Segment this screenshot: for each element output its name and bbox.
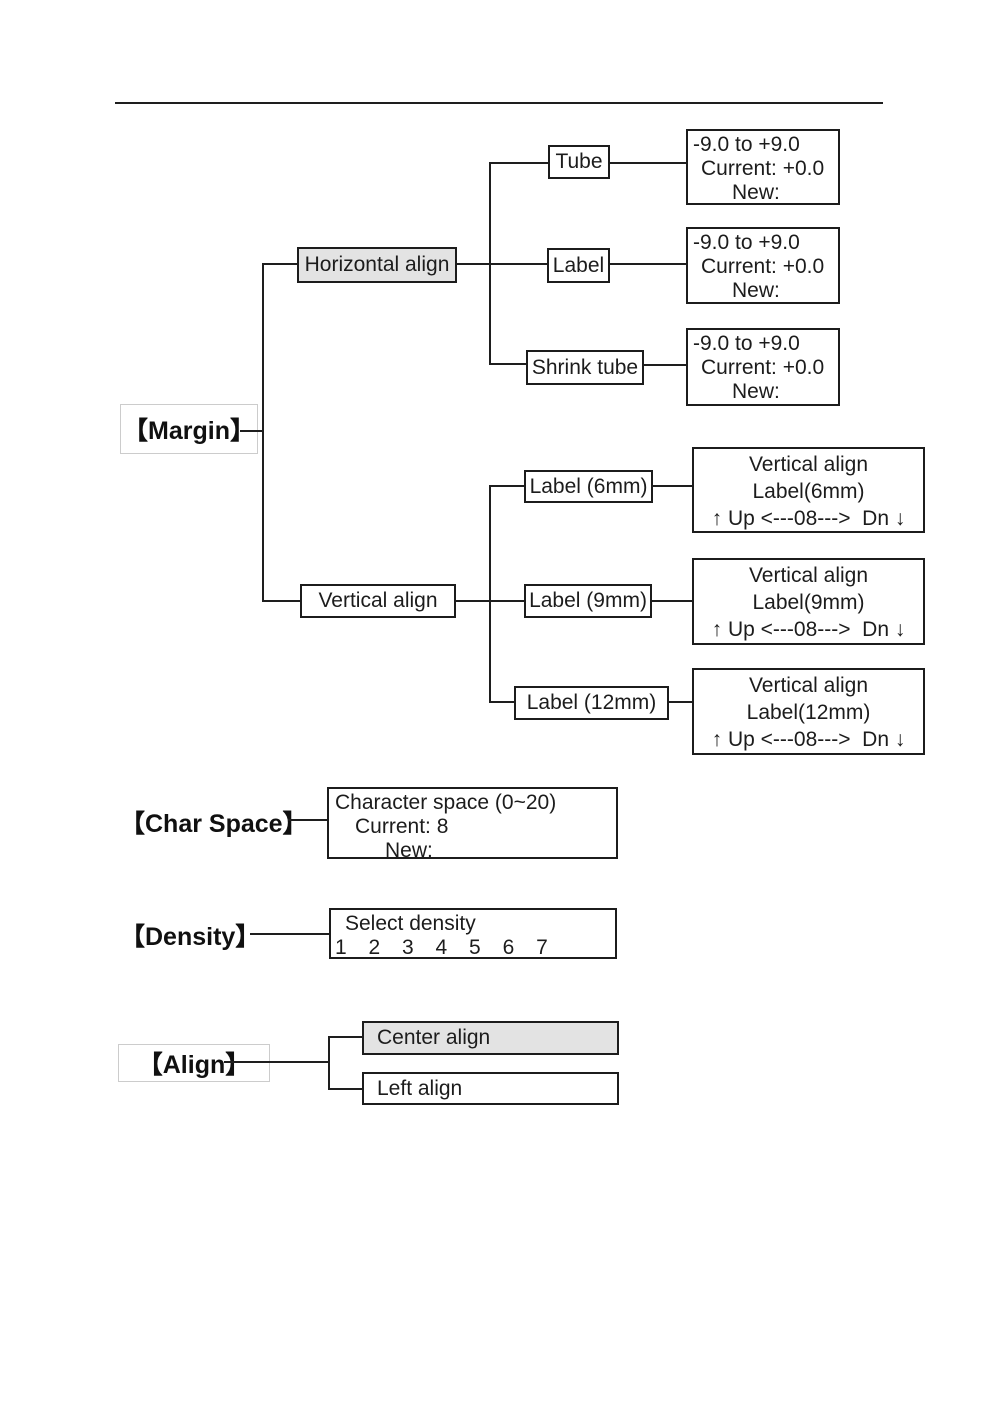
screen-line: New: [732,181,780,204]
node-label: Horizontal align [304,253,450,276]
node-tube: Tube [548,145,610,179]
connector-line [489,701,514,703]
connector-line [652,600,692,602]
connector-line [328,1088,362,1090]
screen-line: Current: +0.0 [701,356,825,379]
screen-line: ↑ Up <---08---> Dn ↓ [711,618,906,641]
screen-line: Label(9mm) [752,591,865,614]
screen-line: -9.0 to +9.0 [693,231,800,254]
node-label: Tube [555,150,603,173]
screen-line: -9.0 to +9.0 [693,133,800,156]
screen-tube-range: -9.0 to +9.0 Current: +0.0 New: [686,129,840,205]
align-root-box: 【Align】 [118,1044,270,1082]
screen-line: ↑ Up <---08---> Dn ↓ [711,728,906,751]
node-label: Label [547,248,610,283]
connector-line [489,162,491,365]
connector-line [328,1036,362,1038]
node-label: Label [552,253,605,277]
screen-vertical-align-9mm: Vertical align Label(9mm) ↑ Up <---08---… [692,558,925,645]
connector-line [328,1037,330,1090]
screen-char-space: Character space (0~20) Current: 8 New: [327,787,618,862]
node-label-12mm: Label (12mm) [514,686,669,720]
connector-line [489,485,524,487]
connector-line [669,701,692,703]
screen-line: Select density [345,912,476,935]
screen-density: Select density 1 2 3 4 5 6 7 [329,908,617,959]
page-top-rule [115,102,883,104]
connector-line [489,162,548,164]
connector-line [489,363,526,365]
screen-line: Vertical align [748,564,869,587]
connector-line [262,600,302,602]
screen-line: -9.0 to +9.0 [693,332,800,355]
connector-line [610,162,686,164]
node-label-9mm: Label (9mm) [524,584,652,618]
screen-line: New: [732,380,780,403]
node-vertical-align: Vertical align [300,584,456,618]
connector-line [262,263,298,265]
connector-line [250,933,329,935]
option-label: Left align [377,1076,463,1100]
node-label: Label (6mm) [529,474,648,498]
screen-label-range: -9.0 to +9.0 Current: +0.0 New: [686,227,840,304]
node-shrink-tube: Shrink tube [526,350,644,385]
connector-line [262,263,264,602]
option-center-align: Center align [362,1021,619,1055]
screen-line: Current: +0.0 [701,255,825,278]
node-horizontal-align: Horizontal align [297,247,457,283]
option-label: Center align [377,1026,491,1049]
connector-line [457,263,547,265]
screen-line: Vertical align [748,453,869,476]
screen-line: Label(6mm) [752,480,865,503]
screen-line: Vertical align [748,674,869,697]
node-label: Label (9mm) [529,589,647,612]
connector-line [489,486,491,703]
node-label: Label (12mm) [526,691,657,714]
node-label: Vertical align [318,589,438,612]
screen-line: Current: 8 [355,815,449,838]
connector-line [224,1061,330,1063]
connector-line [653,485,692,487]
density-root-label: 【Density】 [120,923,261,951]
connector-line [644,364,686,366]
screen-vertical-align-12mm: Vertical align Label(12mm) ↑ Up <---08--… [692,668,925,755]
screen-line: Label(12mm) [746,701,871,724]
margin-root-label: 【Margin】 [123,417,255,445]
node-label-6mm: Label (6mm) [524,470,653,503]
connector-line [288,819,329,821]
align-root-label: 【Align】 [137,1051,251,1079]
screen-shrink-tube-range: -9.0 to +9.0 Current: +0.0 New: [686,328,840,406]
screen-line: New: [732,279,780,302]
screen-line: Current: +0.0 [701,157,825,180]
node-label: Shrink tube [531,355,639,379]
char-space-root-label: 【Char Space】 [120,810,308,838]
margin-root-box: 【Margin】 [120,404,258,454]
screen-line: 1 2 3 4 5 6 7 [335,936,556,959]
screen-vertical-align-6mm: Vertical align Label(6mm) ↑ Up <---08---… [692,447,925,533]
screen-line: Character space (0~20) [335,791,557,814]
option-left-align: Left align [362,1072,619,1105]
connector-line [240,430,264,432]
connector-line [609,263,686,265]
screen-line: ↑ Up <---08---> Dn ↓ [711,507,906,530]
screen-line: New: [385,839,433,862]
